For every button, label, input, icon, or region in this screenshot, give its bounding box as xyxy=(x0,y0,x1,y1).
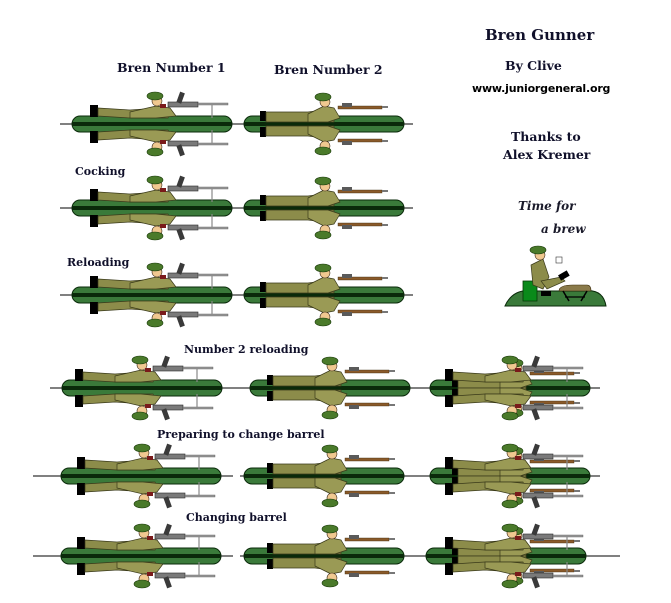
website-link[interactable]: www.juniorgeneral.org xyxy=(472,82,611,95)
column-header-number-2: Bren Number 2 xyxy=(274,62,383,77)
thanks-line-2: Alex Kremer xyxy=(503,147,591,162)
section-label-reloading: Reloading xyxy=(67,256,130,269)
figure-bren-number-1-prep-barrel xyxy=(33,440,233,512)
page-title: Bren Gunner xyxy=(485,26,595,44)
figure-bren-number-2 xyxy=(238,172,413,244)
figure-bren-number-1 xyxy=(50,352,240,424)
figure-bren-number-2-reloading xyxy=(240,352,420,424)
section-label-cocking: Cocking xyxy=(75,165,126,178)
thanks-line-1: Thanks to xyxy=(511,129,581,144)
figure-bren-number-2-changing-barrel xyxy=(240,520,420,592)
figure-bren-number-1-cocking xyxy=(60,172,240,244)
column-header-number-1: Bren Number 1 xyxy=(117,60,226,75)
figure-bren-number-1-changing-barrel xyxy=(33,520,233,592)
figure-bren-number-2 xyxy=(238,259,413,331)
brew-caption-line-2: a brew xyxy=(541,222,586,236)
figure-combined-team xyxy=(420,352,600,424)
author-credit: By Clive xyxy=(505,58,562,73)
figure-bren-number-1-reloading xyxy=(60,259,240,331)
figure-combined-team xyxy=(420,520,620,592)
figure-bren-number-2 xyxy=(238,88,413,160)
brew-soldier-figure xyxy=(503,243,608,308)
section-label-changing-barrel: Changing barrel xyxy=(186,511,287,524)
figure-combined-team xyxy=(420,440,600,512)
figure-bren-number-1 xyxy=(60,88,240,160)
figure-bren-number-2-prep-barrel xyxy=(240,440,420,512)
section-label-number-2-reloading: Number 2 reloading xyxy=(184,343,309,356)
section-label-preparing-barrel: Preparing to change barrel xyxy=(157,428,325,441)
brew-caption-line-1: Time for xyxy=(518,199,576,213)
